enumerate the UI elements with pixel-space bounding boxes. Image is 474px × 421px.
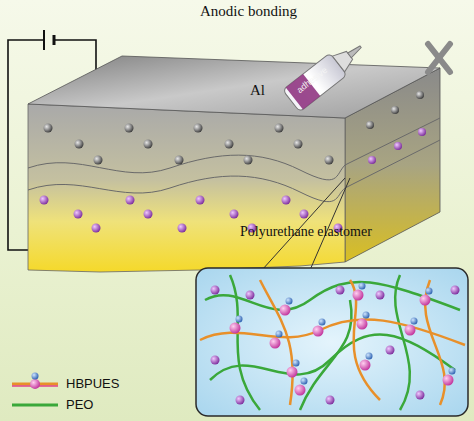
urethane-group <box>411 318 418 325</box>
mobile-ion <box>230 210 239 219</box>
legend-text: PEO <box>66 397 93 412</box>
ion <box>366 121 374 129</box>
urethane-group <box>426 288 433 295</box>
peo-chain <box>230 275 260 410</box>
mobile-ion <box>300 210 309 219</box>
metal-ion <box>44 124 53 133</box>
urethane-group <box>366 353 373 360</box>
mobile-ion <box>236 396 245 405</box>
hard-segment <box>357 319 368 330</box>
mobile-ion <box>40 196 49 205</box>
mobile-ion <box>92 224 101 233</box>
mobile-ion <box>336 286 345 295</box>
ion <box>391 106 399 114</box>
hard-segment <box>270 338 281 349</box>
metal-ion <box>275 124 284 133</box>
urethane-group <box>286 298 293 305</box>
urethane-group <box>319 319 326 326</box>
hard-segment <box>420 295 431 306</box>
mobile-ion <box>376 291 385 300</box>
urethane-group <box>301 378 308 385</box>
urethane-group <box>276 331 283 338</box>
hbpues-chain <box>200 319 465 345</box>
legend-text: HBPUES <box>66 376 119 391</box>
mobile-ion <box>178 224 187 233</box>
metal-ion <box>125 124 134 133</box>
hard-segment <box>405 325 416 336</box>
metal-ion <box>194 124 203 133</box>
ion <box>416 91 424 99</box>
ion <box>368 156 376 164</box>
hard-segment <box>353 290 364 301</box>
hard-segment <box>230 323 241 334</box>
peo-chain <box>300 300 352 410</box>
metal-ion <box>75 140 84 149</box>
urethane-group <box>236 316 243 323</box>
peo-chain <box>210 335 455 380</box>
metal-ion <box>94 156 103 165</box>
mobile-ion <box>126 196 135 205</box>
layer-label: Polyurethane elastomer <box>240 224 372 240</box>
mobile-ion <box>211 286 220 295</box>
urethane-group <box>293 360 300 367</box>
urethane-group <box>359 283 366 290</box>
metal-ion <box>294 140 303 149</box>
hard-segment <box>287 367 298 378</box>
peo-chain <box>205 282 460 310</box>
metal-ion <box>175 156 184 165</box>
urethane-group <box>363 312 370 319</box>
hard-segment <box>360 360 371 371</box>
peo-chain <box>395 275 410 410</box>
mobile-ion <box>144 210 153 219</box>
hbpues-chain <box>350 280 380 400</box>
mobile-ion <box>211 356 220 365</box>
block-top <box>28 56 440 118</box>
mobile-ion <box>386 346 395 355</box>
metal-ion <box>144 140 153 149</box>
hard-segment <box>280 305 291 316</box>
ion <box>394 142 402 150</box>
mobile-ion <box>416 391 425 400</box>
forbidden-cross <box>428 44 450 72</box>
legend-sample <box>12 373 58 406</box>
mobile-ion <box>246 291 255 300</box>
adhesive-bottle <box>283 36 370 112</box>
hard-segment <box>443 375 454 386</box>
metal-ion <box>225 140 234 149</box>
zoom-inset <box>196 268 468 416</box>
block-front <box>28 104 345 272</box>
battery-symbol <box>44 30 54 50</box>
hard-segment <box>295 385 306 396</box>
ion <box>418 128 426 136</box>
mobile-ion <box>282 196 291 205</box>
layer-label: Al <box>250 82 265 99</box>
hard-segment <box>313 326 324 337</box>
hbpues-chain <box>260 280 293 405</box>
urethane-group <box>449 368 456 375</box>
mobile-ion <box>451 286 460 295</box>
interface-line <box>28 118 440 202</box>
metal-ion <box>325 156 334 165</box>
metal-ion <box>244 156 253 165</box>
mobile-ion <box>196 196 205 205</box>
title: Anodic bonding <box>200 3 297 20</box>
mobile-ion <box>326 396 335 405</box>
mobile-ion <box>74 210 83 219</box>
